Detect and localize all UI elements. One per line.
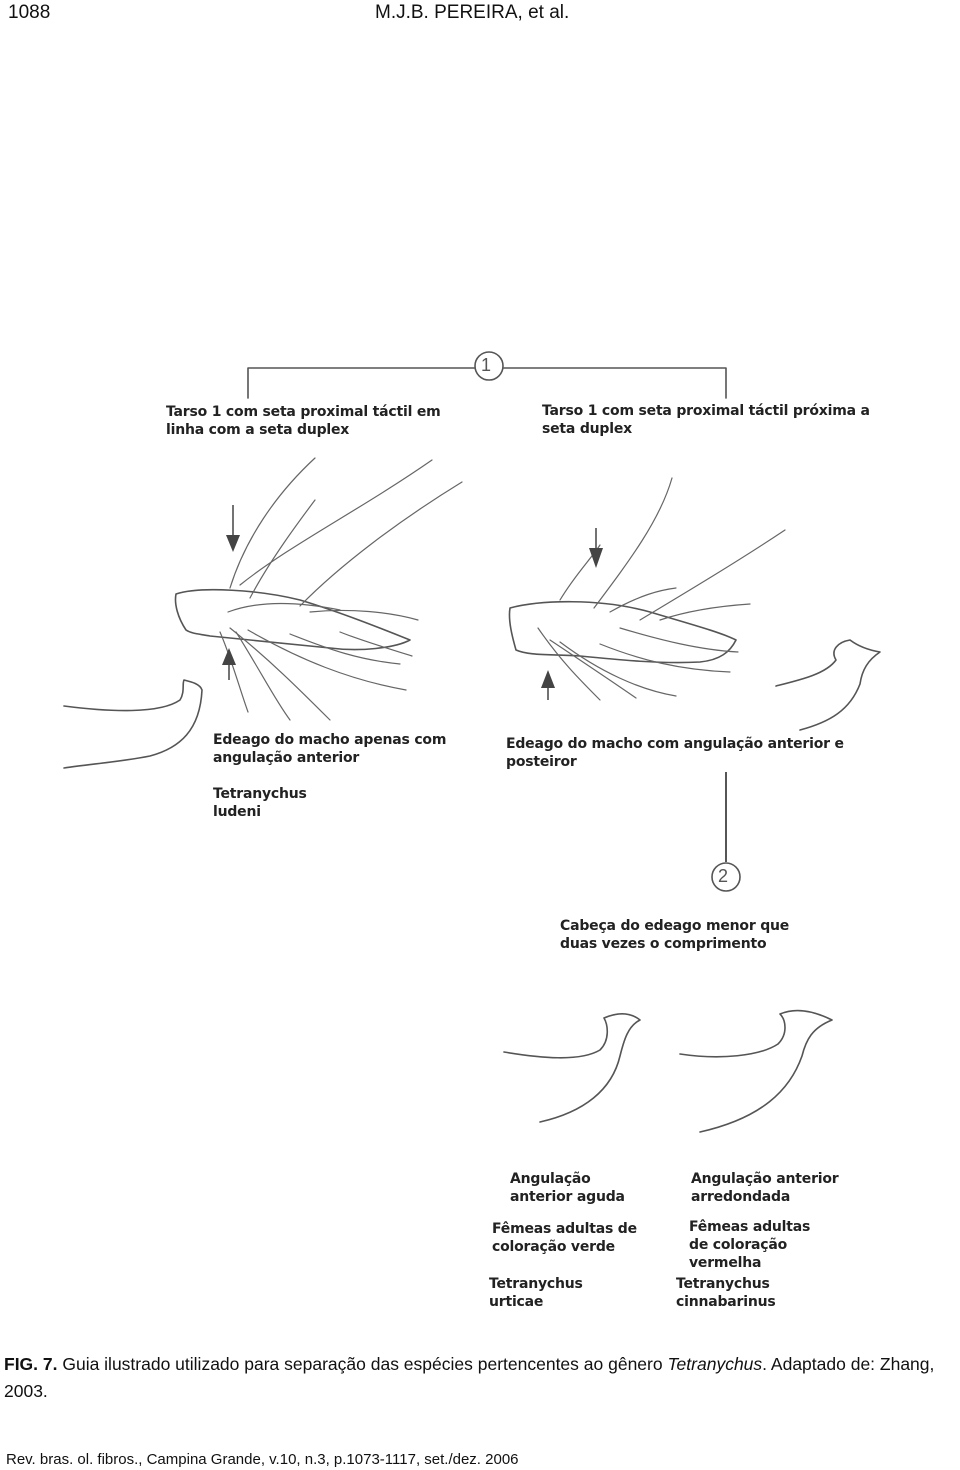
right-branch-label: Tarso 1 com seta proximal táctil próxima… — [542, 403, 870, 437]
step-2-circle — [711, 862, 741, 892]
urticae-angle-label: Angulação anterior aguda — [510, 1171, 625, 1205]
urticae-species-label: Tetranychus urticae — [489, 1276, 583, 1310]
cinnabarinus-aedeagus-drawing — [679, 1009, 833, 1133]
right-aedeagus-label: Edeago do macho com angulação anterior e… — [506, 736, 844, 770]
step-1-number: 1 — [481, 355, 492, 375]
step-2-label: Cabeça do edeago menor que duas vezes o … — [560, 918, 790, 952]
right-aedeagus-drawing — [775, 639, 881, 731]
step-2-number: 2 — [718, 866, 729, 886]
cinnabarinus-female-label: Fêmeas adultas de coloração vermelha — [689, 1219, 811, 1271]
journal-citation: Rev. bras. ol. fibros., Campina Grande, … — [6, 1451, 519, 1468]
caption-text-b: . Adaptado de: Zhang, 2003. — [4, 1354, 935, 1401]
right-tarsus-drawing — [508, 477, 786, 701]
page-number: 1088 — [8, 2, 51, 23]
running-title: M.J.B. PEREIRA, et al. — [375, 2, 570, 23]
left-tarsus-drawing — [174, 457, 463, 721]
left-aedeagus-label: Edeago do macho apenas com angulação ant… — [213, 732, 447, 766]
cinnabarinus-angle-label: Angulação anterior arredondada — [691, 1171, 839, 1205]
caption-text-a: Guia ilustrado utilizado para separação … — [57, 1354, 668, 1374]
left-branch-label: Tarso 1 com seta proximal táctil em linh… — [166, 404, 441, 438]
figure-caption: FIG. 7. Guia ilustrado utilizado para se… — [4, 1351, 960, 1405]
caption-genus: Tetranychus — [667, 1354, 763, 1374]
cinnabarinus-species-label: Tetranychus cinnabarinus — [676, 1276, 776, 1310]
urticae-female-label: Fêmeas adultas de coloração verde — [492, 1221, 637, 1255]
figure-label: FIG. 7. — [4, 1354, 58, 1374]
left-aedeagus-drawing — [63, 679, 203, 769]
ludeni-species-label: Tetranychus ludeni — [213, 786, 307, 820]
step-1-bracket — [247, 351, 727, 399]
urticae-aedeagus-drawing — [503, 1012, 641, 1123]
